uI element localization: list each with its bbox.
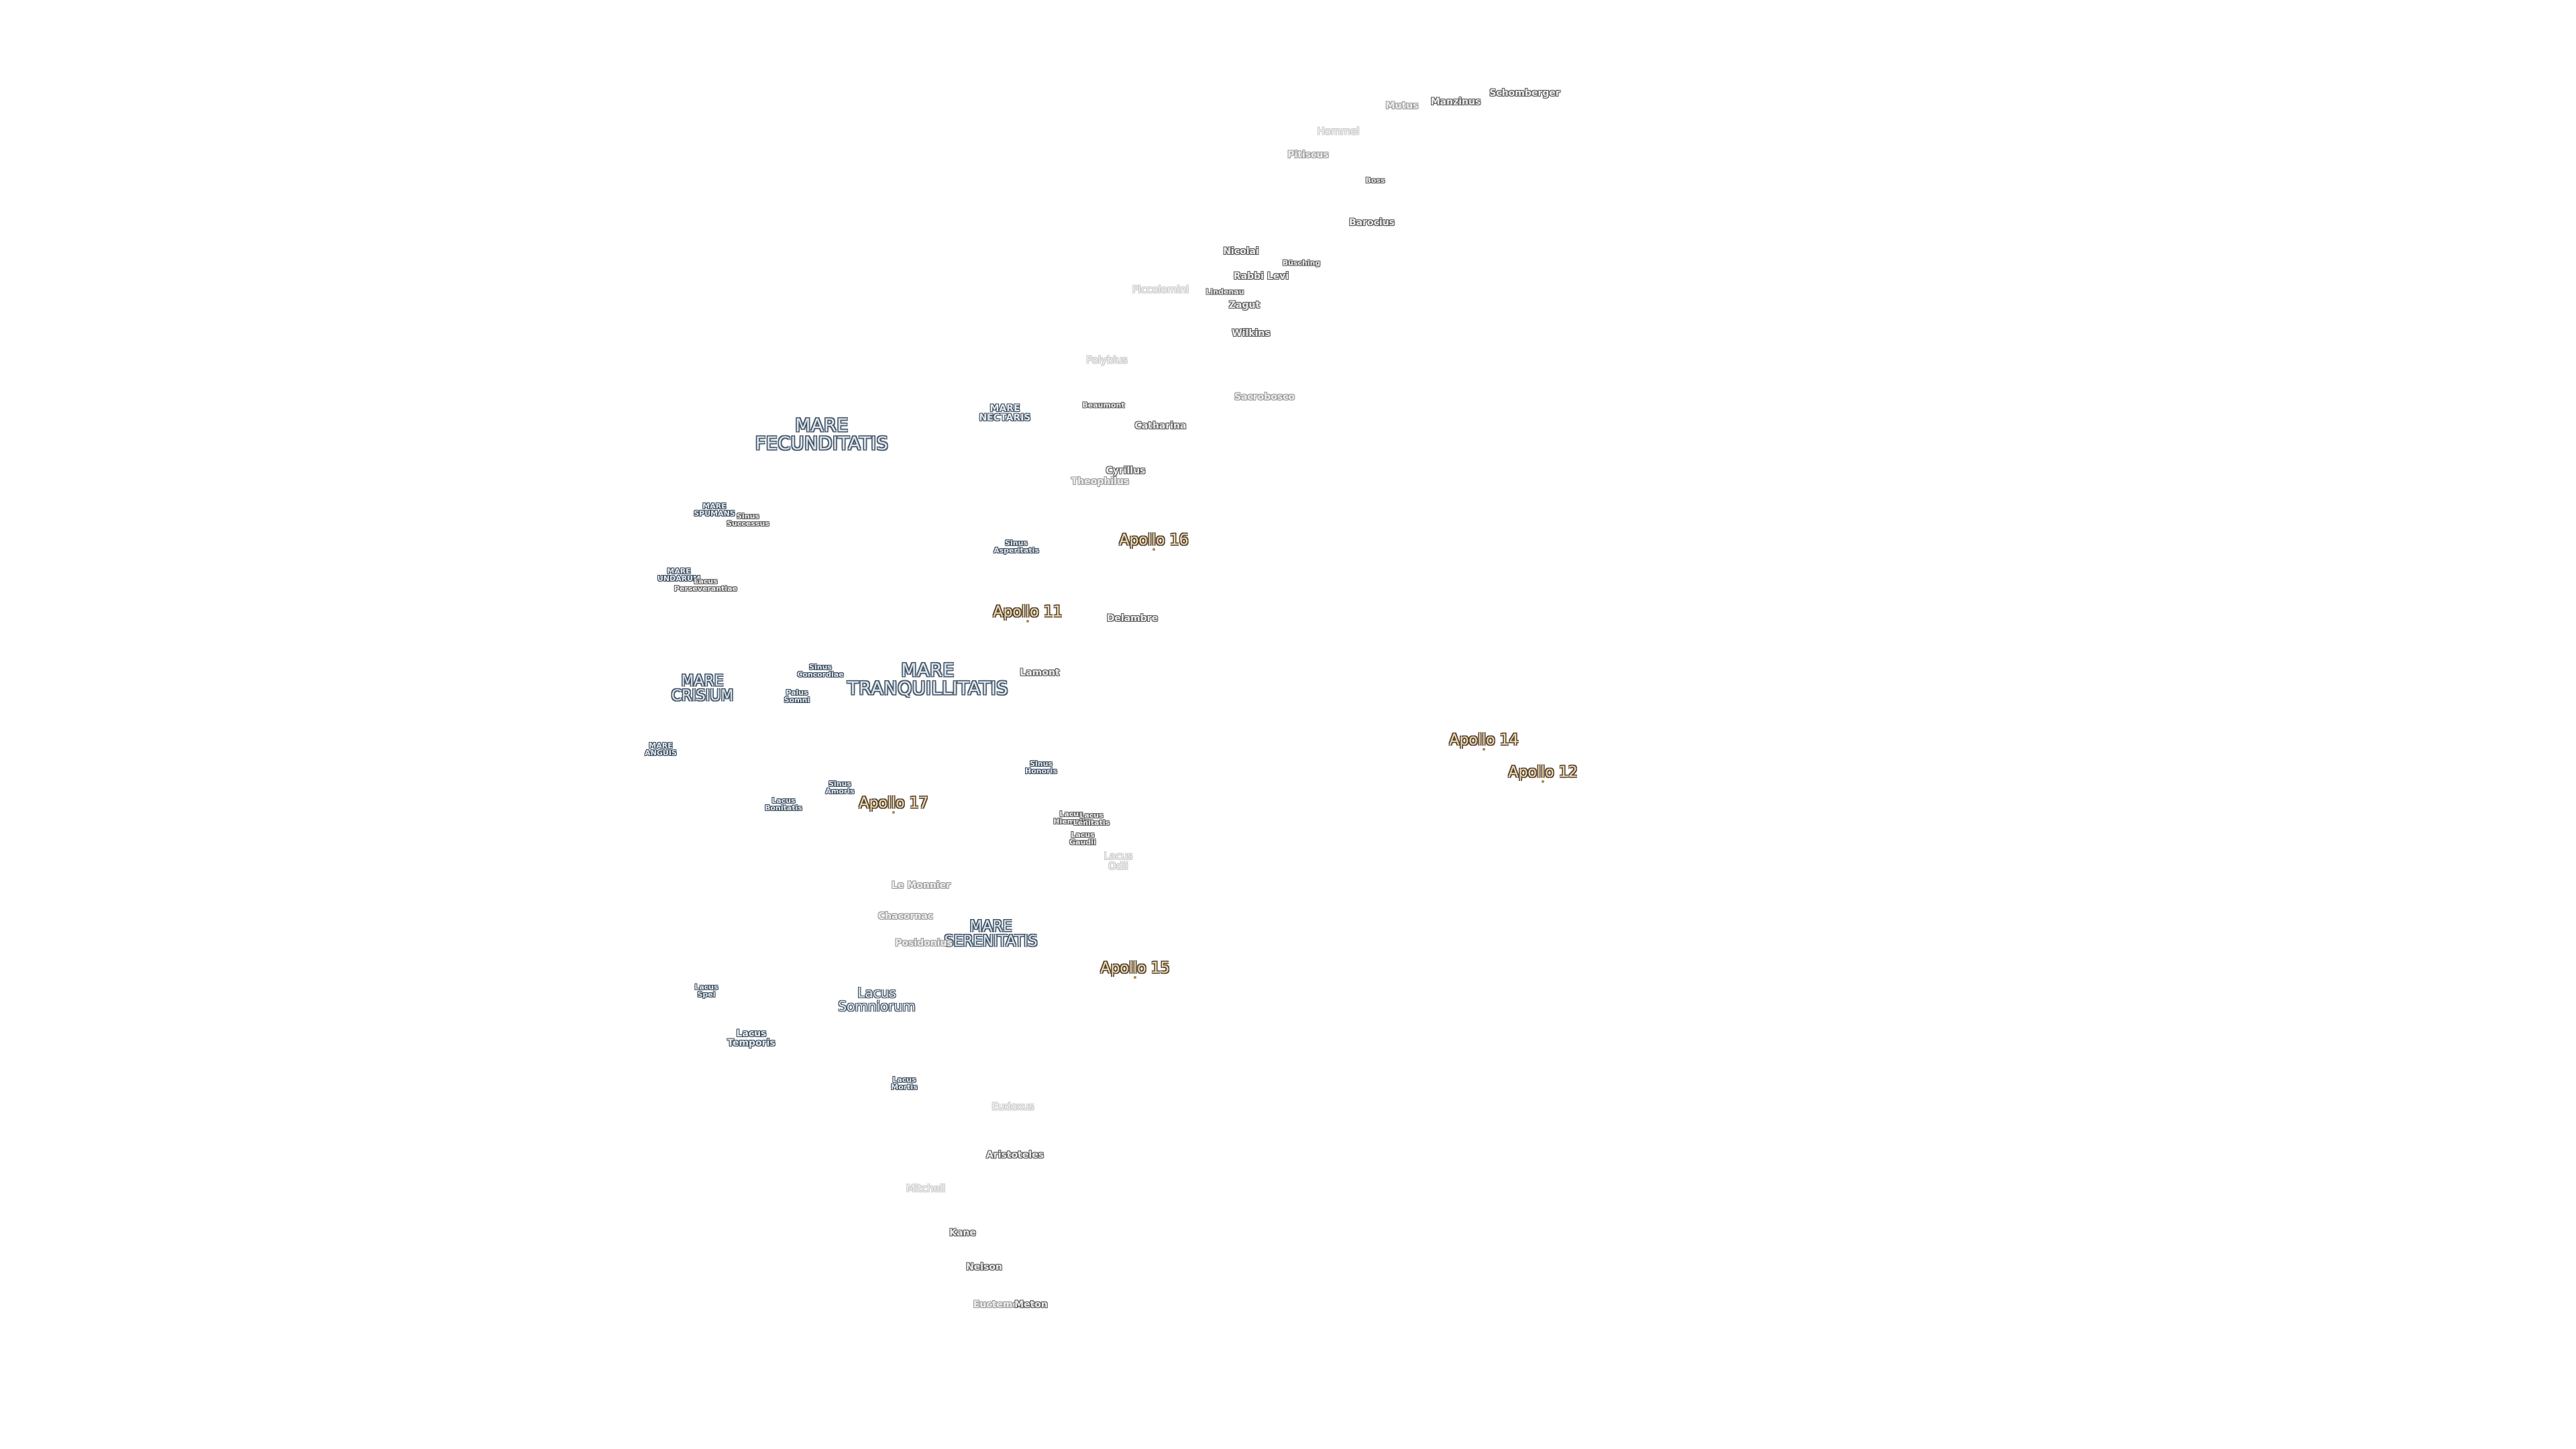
map-label-piccolomini: Piccolomini [1132, 283, 1189, 296]
map-label-lindenau: Lindenau [1205, 287, 1244, 297]
map-label-rabbi-levi: Rabbi Levi [1233, 271, 1289, 282]
map-label-mare-nectaris: MARE NECTARIS [979, 403, 1031, 423]
map-label-nicolai: Nicolai [1223, 246, 1259, 257]
map-label-lacus-lenitatis: Lacus Lenitatis [1073, 811, 1110, 827]
apollo-site-marker-icon[interactable] [1542, 780, 1544, 783]
map-label-mitchell: Mitchell [906, 1182, 946, 1195]
map-label-eudoxus: Eudoxus [991, 1100, 1034, 1113]
map-label-catharina: Catharina [1134, 421, 1187, 431]
apollo-site-marker-icon[interactable] [1483, 748, 1485, 751]
apollo-site-marker-icon[interactable] [1152, 548, 1155, 551]
map-label-manzinus: Manzinus [1430, 97, 1481, 107]
map-label-sacrobosco: Sacrobosco [1234, 392, 1295, 402]
map-label-lacus-temporis: Lacus Temporis [727, 1028, 775, 1049]
map-label-barocius: Barocius [1348, 217, 1395, 228]
map-label-lacus-gaudii: Lacus Gaudii [1069, 830, 1096, 847]
apollo-site-label-apollo-14[interactable]: Apollo 14 [1449, 732, 1519, 749]
map-label-mare-anguis: MARE ANGUIS [645, 741, 677, 757]
map-label-lacus-odii: Lacus Odii [1104, 850, 1133, 872]
map-label-zagut: Zagut [1228, 300, 1260, 311]
apollo-site-marker-icon[interactable] [892, 811, 895, 814]
map-label-kane: Kane [949, 1228, 976, 1238]
map-label-cyrillus: Cyrillus [1106, 466, 1146, 476]
map-label-mutus: Mutus [1385, 101, 1419, 111]
map-label-posidonius: Posidonius [895, 938, 953, 949]
map-label-b-sching: Büsching [1282, 258, 1321, 268]
map-label-lacus-perseverantiae: Lacus Perseverantiae [674, 577, 738, 593]
map-label-sinus-amoris: Sinus Amoris [825, 780, 855, 796]
map-label-aristoteles: Aristoteles [986, 1150, 1044, 1161]
apollo-site-label-apollo-16[interactable]: Apollo 16 [1119, 532, 1189, 549]
map-label-le-monnier: Le Monnier [892, 880, 951, 891]
map-label-pitiscus: Pitiscus [1287, 150, 1329, 160]
map-label-palus-somni: Palus Somni [784, 688, 810, 704]
map-label-nelson: Nelson [966, 1262, 1002, 1273]
map-label-lacus-spei: Lacus Spei [694, 983, 718, 999]
map-label-lamont: Lamont [1020, 667, 1060, 678]
apollo-site-label-apollo-11[interactable]: Apollo 11 [993, 604, 1063, 621]
map-label-mare-fecunditatis: MARE FECUNDITATIS [755, 415, 889, 454]
map-label-mare-undarum: MARE UNDARUM [657, 567, 701, 583]
map-label-meton: Meton [1014, 1299, 1048, 1310]
map-label-sinus-asperitatis: Sinus Asperitatis [994, 539, 1039, 555]
map-label-boss: Boss [1365, 176, 1385, 185]
map-label-delambre: Delambre [1106, 613, 1159, 624]
map-label-lacus-mortis: Lacus Mortis [891, 1075, 918, 1091]
map-label-mare-crisium: MARE CRISIUM [671, 673, 734, 704]
apollo-site-marker-icon[interactable] [1026, 620, 1029, 623]
map-label-polybius: Polybius [1086, 354, 1128, 366]
apollo-site-label-apollo-17[interactable]: Apollo 17 [859, 795, 928, 812]
map-label-theophilus: Theophilus [1071, 476, 1130, 487]
map-label-hommel: Hommel [1317, 125, 1360, 138]
map-label-sinus-successus: Sinus Successus [727, 512, 769, 528]
map-label-mare-tranquillitatis: MARE TRANQUILLITATIS [847, 660, 1008, 699]
apollo-site-label-apollo-15[interactable]: Apollo 15 [1100, 960, 1170, 977]
map-label-chacornac: Chacornac [877, 911, 934, 922]
map-label-wilkins: Wilkins [1232, 328, 1271, 339]
map-label-sinus-concordiae: Sinus Concordiae [797, 663, 844, 679]
map-label-lacus-hiemalis: Lacus Hiemalis [1053, 810, 1089, 826]
map-label-mare-spumans: MARE SPUMANS [694, 502, 735, 518]
map-label-lacus-bonitatis: Lacus Bonitatis [765, 796, 802, 812]
map-label-sinus-honoris: Sinus Honoris [1025, 759, 1057, 775]
map-label-lacus-somniorum: Lacus Somniorum [838, 985, 916, 1014]
apollo-site-label-apollo-12[interactable]: Apollo 12 [1508, 764, 1578, 781]
map-label-euctemon: Euctemon [973, 1299, 1026, 1310]
map-label-mare-serenitatis: MARE SERENITATIS [944, 918, 1038, 950]
apollo-site-marker-icon[interactable] [1134, 976, 1136, 979]
map-label-schomberger: Schomberger [1489, 88, 1560, 99]
map-label-beaumont: Beaumont [1082, 400, 1125, 410]
